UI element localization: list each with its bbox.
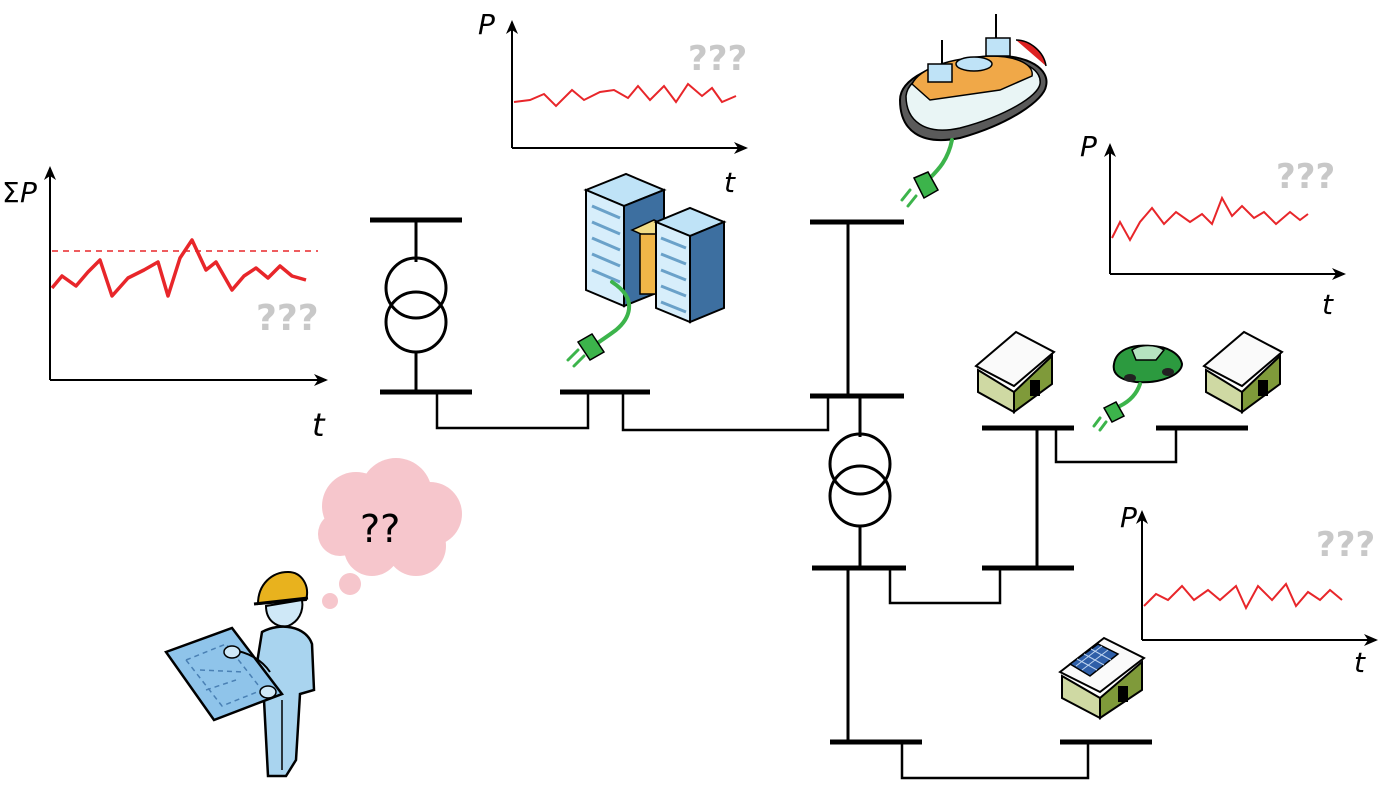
transformer-left-upper [384, 256, 448, 320]
plot-top-x-label: t [724, 166, 736, 199]
plot-right-lower-x-label: t [1354, 646, 1366, 679]
car-plug-icon [1092, 382, 1142, 432]
ferry-icon [898, 14, 1048, 141]
thought-bubble-small [339, 573, 361, 595]
plot-left-sum: Σ P t ??? [2, 166, 328, 444]
transformer-center-upper [828, 432, 892, 496]
plot-left-sigma: Σ [2, 176, 20, 209]
plot-left-signal [50, 238, 307, 298]
plot-right-upper: P t ??? [1080, 130, 1346, 321]
plot-right-upper-x-label: t [1322, 288, 1334, 321]
plot-top-unknown: ??? [688, 39, 747, 79]
datacenter-plug-icon [566, 280, 632, 368]
plot-right-lower-y-label: P [1120, 501, 1137, 534]
plot-top: P t ??? [478, 8, 748, 199]
plot-right-upper-y-label: P [1080, 130, 1097, 163]
plot-right-upper-signal [1111, 195, 1309, 243]
plot-right-lower-signal [1143, 582, 1343, 611]
plot-left-x-label: t [312, 406, 326, 444]
electric-car-icon [1112, 344, 1184, 384]
ferry-plug-icon [900, 138, 954, 208]
transformer-center-lower [828, 464, 892, 528]
house-left-icon [974, 330, 1056, 414]
plot-left-unknown: ??? [256, 298, 319, 339]
engineer-thought-text: ?? [360, 507, 400, 551]
house-right-icon [1202, 330, 1284, 414]
engineer-icon [164, 570, 316, 778]
plot-top-signal [513, 82, 737, 108]
transformer-left-lower [384, 290, 448, 354]
plot-right-lower-unknown: ??? [1316, 525, 1375, 565]
plot-right-lower: P t ??? [1120, 501, 1378, 679]
grid-network [370, 217, 1248, 780]
plot-left-y-label: P [20, 176, 37, 209]
plot-right-upper-unknown: ??? [1276, 157, 1335, 197]
thought-bubble-tiny [322, 593, 338, 609]
plot-top-y-label: P [478, 8, 495, 41]
solar-house-icon [1058, 636, 1146, 720]
datacenter-icon [583, 172, 727, 324]
thought-cloud: ?? [318, 458, 462, 609]
